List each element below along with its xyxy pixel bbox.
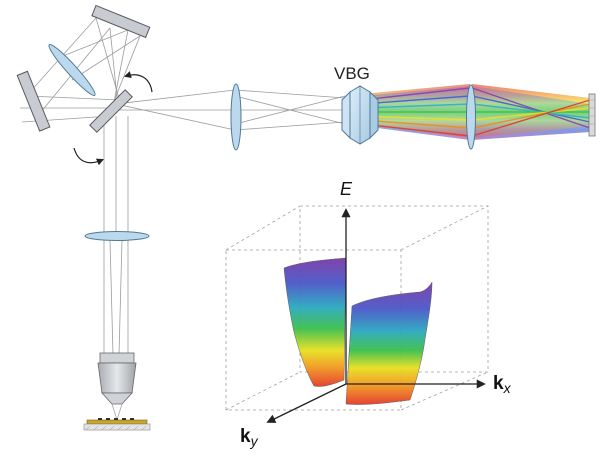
energy-axis-label: E: [340, 179, 353, 199]
tube-lens: [84, 231, 150, 241]
kx-axis-label: kx: [493, 373, 512, 396]
vbg-label: VBG: [334, 64, 370, 83]
upper-left-lens: [48, 44, 96, 96]
ky-axis: [266, 383, 347, 423]
top-mirror: [91, 4, 151, 39]
vbg-element: [341, 85, 379, 145]
spectrum-lines: [361, 87, 591, 137]
beam-paths: [20, 17, 346, 356]
rotation-arrow-lower: [73, 147, 104, 166]
axes: [266, 208, 486, 423]
focus-cone: [111, 403, 123, 421]
sample-stage: [83, 418, 151, 431]
detector: [588, 93, 596, 137]
output-lens: [466, 84, 476, 150]
dispersion-surface-left: [283, 257, 347, 387]
turning-mirror: [89, 89, 133, 133]
dispersion-surface-right: [345, 281, 433, 405]
microscope-objective: [97, 352, 137, 405]
rotation-arrow-upper: [123, 71, 153, 93]
left-mirror: [16, 70, 51, 132]
ky-axis-label: ky: [240, 426, 259, 449]
relay-lens-horizontal: [230, 83, 242, 151]
